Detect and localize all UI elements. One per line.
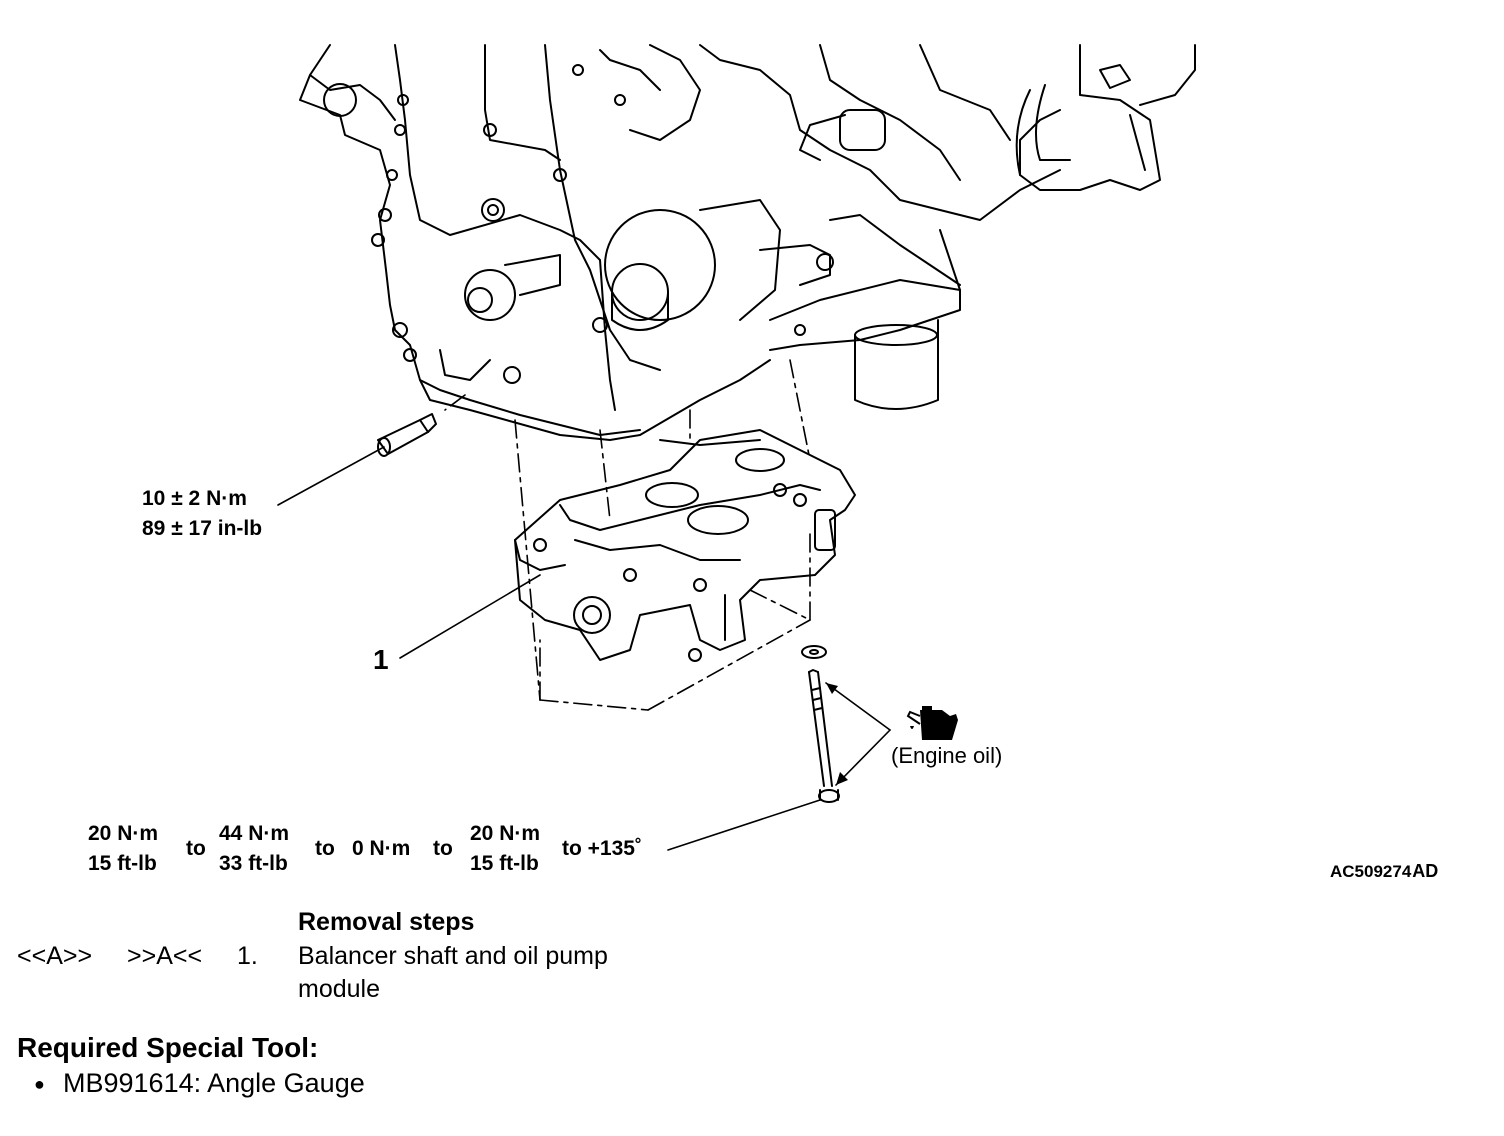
- bracket-torque-label: 10 ± 2 N·m 89 ± 17 in-lb: [142, 484, 262, 544]
- bracket-torque-inlb: 89 ± 17 in-lb: [142, 517, 263, 540]
- bolt-torque-to-1: to: [186, 837, 206, 860]
- removal-step-text-line1: Balancer shaft and oil pump: [298, 942, 608, 970]
- removal-steps-heading: Removal steps: [298, 908, 475, 936]
- bolt-torque-step-2: 44 N·m 33 ft-lb: [219, 819, 289, 879]
- removal-ref-link[interactable]: <<A>>: [17, 942, 93, 970]
- figure-code: AC509274AD: [1330, 861, 1438, 882]
- bolt-torque-step-1-ftlb: 15 ft-lb: [88, 852, 157, 875]
- long-bolt: [801, 645, 840, 803]
- bolt-torque-step-1: 20 N·m 15 ft-lb: [88, 819, 158, 879]
- stud-bolt: [377, 413, 437, 457]
- leader-lines: [277, 446, 891, 851]
- bolt-torque-step-4-nm: 20 N·m: [470, 822, 541, 845]
- bolt-torque-step-3: 0 N·m: [352, 837, 411, 860]
- removal-step-number: 1.: [237, 942, 258, 970]
- oil-can-icon: [906, 706, 958, 740]
- figure-code-suffix: AD: [1412, 861, 1439, 881]
- bolt-torque-to-2: to: [315, 837, 335, 860]
- engine-block: [299, 44, 1196, 441]
- figure-code-number: AC509274: [1330, 862, 1412, 881]
- alignment-lines: [444, 359, 811, 711]
- bolt-torque-to-3: to: [433, 837, 453, 860]
- bolt-torque-step-2-ftlb: 33 ft-lb: [219, 852, 288, 875]
- arrow-head-upper: [826, 683, 838, 694]
- part-number-callout: 1: [373, 644, 389, 675]
- special-tool-bullet: ●: [34, 1074, 45, 1094]
- bolt-torque-step-2-nm: 44 N·m: [219, 822, 290, 845]
- arrow-head-lower: [836, 772, 848, 785]
- install-ref-link[interactable]: >>A<<: [127, 942, 203, 970]
- bolt-torque-step-1-nm: 20 N·m: [88, 822, 159, 845]
- balancer-shaft-module: [514, 429, 856, 662]
- lubricant-label: (Engine oil): [891, 743, 1003, 768]
- special-tool-heading: Required Special Tool:: [17, 1032, 319, 1063]
- special-tool-item: MB991614: Angle Gauge: [63, 1068, 365, 1098]
- removal-step-text-line2: module: [298, 975, 380, 1003]
- bolt-torque-step-4: 20 N·m 15 ft-lb: [470, 819, 540, 879]
- bolt-torque-final-angle: to +135˚: [562, 837, 642, 860]
- bolt-torque-step-4-ftlb: 15 ft-lb: [470, 852, 539, 875]
- bracket-torque-nm: 10 ± 2 N·m: [142, 487, 247, 510]
